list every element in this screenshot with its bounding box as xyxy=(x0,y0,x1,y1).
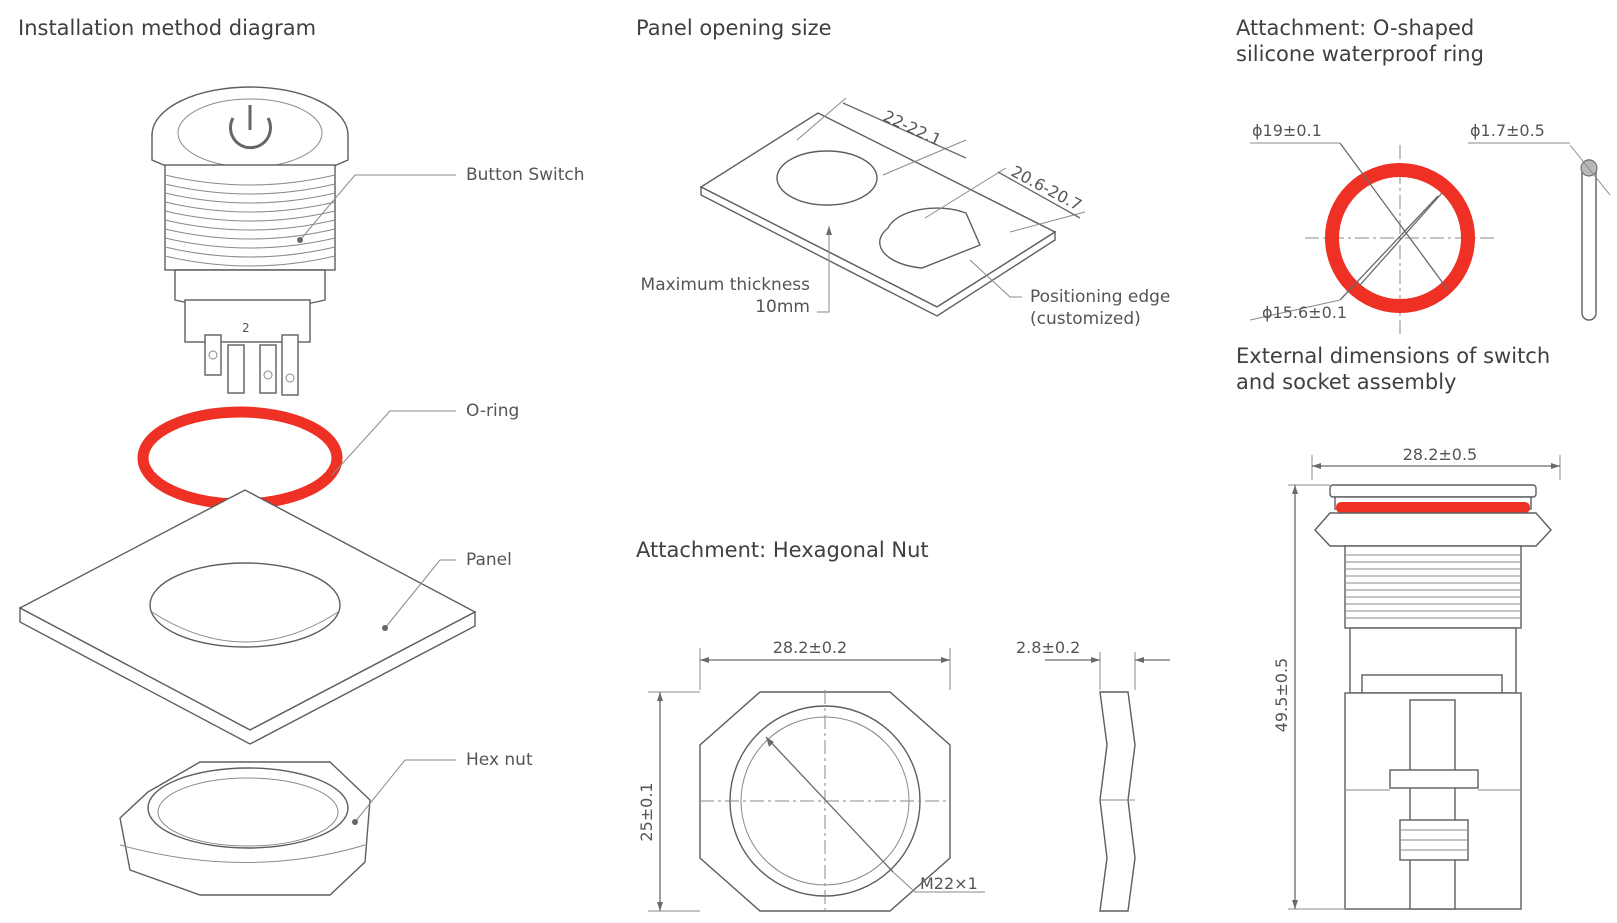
dim-assembly-height: 49.5±0.5 xyxy=(1272,658,1291,732)
panel-opening-drawing: 22-22.1 20.6-20.7 Maximum thickness 10mm… xyxy=(641,97,1170,329)
callout-max-thickness-line1: Maximum thickness xyxy=(641,275,811,295)
button-switch-illustration: 2 Button Switch xyxy=(151,86,585,396)
title-installation: Installation method diagram xyxy=(18,16,316,40)
title-hex-nut: Attachment: Hexagonal Nut xyxy=(636,538,929,562)
dim-oring-inner: ϕ15.6±0.1 xyxy=(1262,303,1347,322)
hex-nut-front-drawing: 28.2±0.2 M22×1 25±0.1 xyxy=(637,638,985,915)
dim-nut-thickness: 2.8±0.2 xyxy=(1016,638,1080,657)
terminal-mark: 2 xyxy=(242,321,250,335)
callout-max-thickness-line2: 10mm xyxy=(755,297,810,317)
dim-nut-height: 25±0.1 xyxy=(637,782,656,841)
title-external-line1: External dimensions of switch xyxy=(1236,344,1550,368)
oring-dimension-drawing: ϕ19±0.1 ϕ15.6±0.1 ϕ1.7±0.5 xyxy=(1249,121,1611,335)
callout-positioning-line2: (customized) xyxy=(1030,309,1141,329)
dim-nut-width: 28.2±0.2 xyxy=(773,638,847,657)
callout-button-switch: Button Switch xyxy=(466,165,585,185)
power-icon xyxy=(229,105,272,150)
hex-nut-side-drawing: 2.8±0.2 xyxy=(1016,638,1170,912)
dim-opening-22: 22-22.1 xyxy=(880,106,944,149)
panel-illustration: Panel xyxy=(18,489,512,745)
assembly-side-drawing: 28.2±0.5 49.5±0.5 xyxy=(1272,445,1561,910)
callout-o-ring: O-ring xyxy=(466,401,519,421)
callout-panel: Panel xyxy=(466,550,512,570)
callout-positioning-line1: Positioning edge xyxy=(1030,287,1170,307)
title-panel-opening: Panel opening size xyxy=(636,16,832,40)
title-oring-line1: Attachment: O-shaped xyxy=(1236,16,1474,40)
title-oring-line2: silicone waterproof ring xyxy=(1236,42,1484,66)
dim-assembly-width: 28.2±0.5 xyxy=(1403,445,1477,464)
dim-nut-thread: M22×1 xyxy=(920,874,978,893)
hex-nut-illustration: Hex nut xyxy=(119,750,533,896)
callout-hex-nut: Hex nut xyxy=(466,750,533,770)
dim-oring-outer: ϕ19±0.1 xyxy=(1252,121,1322,140)
title-external-line2: and socket assembly xyxy=(1236,370,1456,394)
dim-oring-section: ϕ1.7±0.5 xyxy=(1470,121,1545,140)
dim-opening-20: 20.6-20.7 xyxy=(1008,162,1085,215)
o-ring-illustration: O-ring xyxy=(137,401,519,510)
